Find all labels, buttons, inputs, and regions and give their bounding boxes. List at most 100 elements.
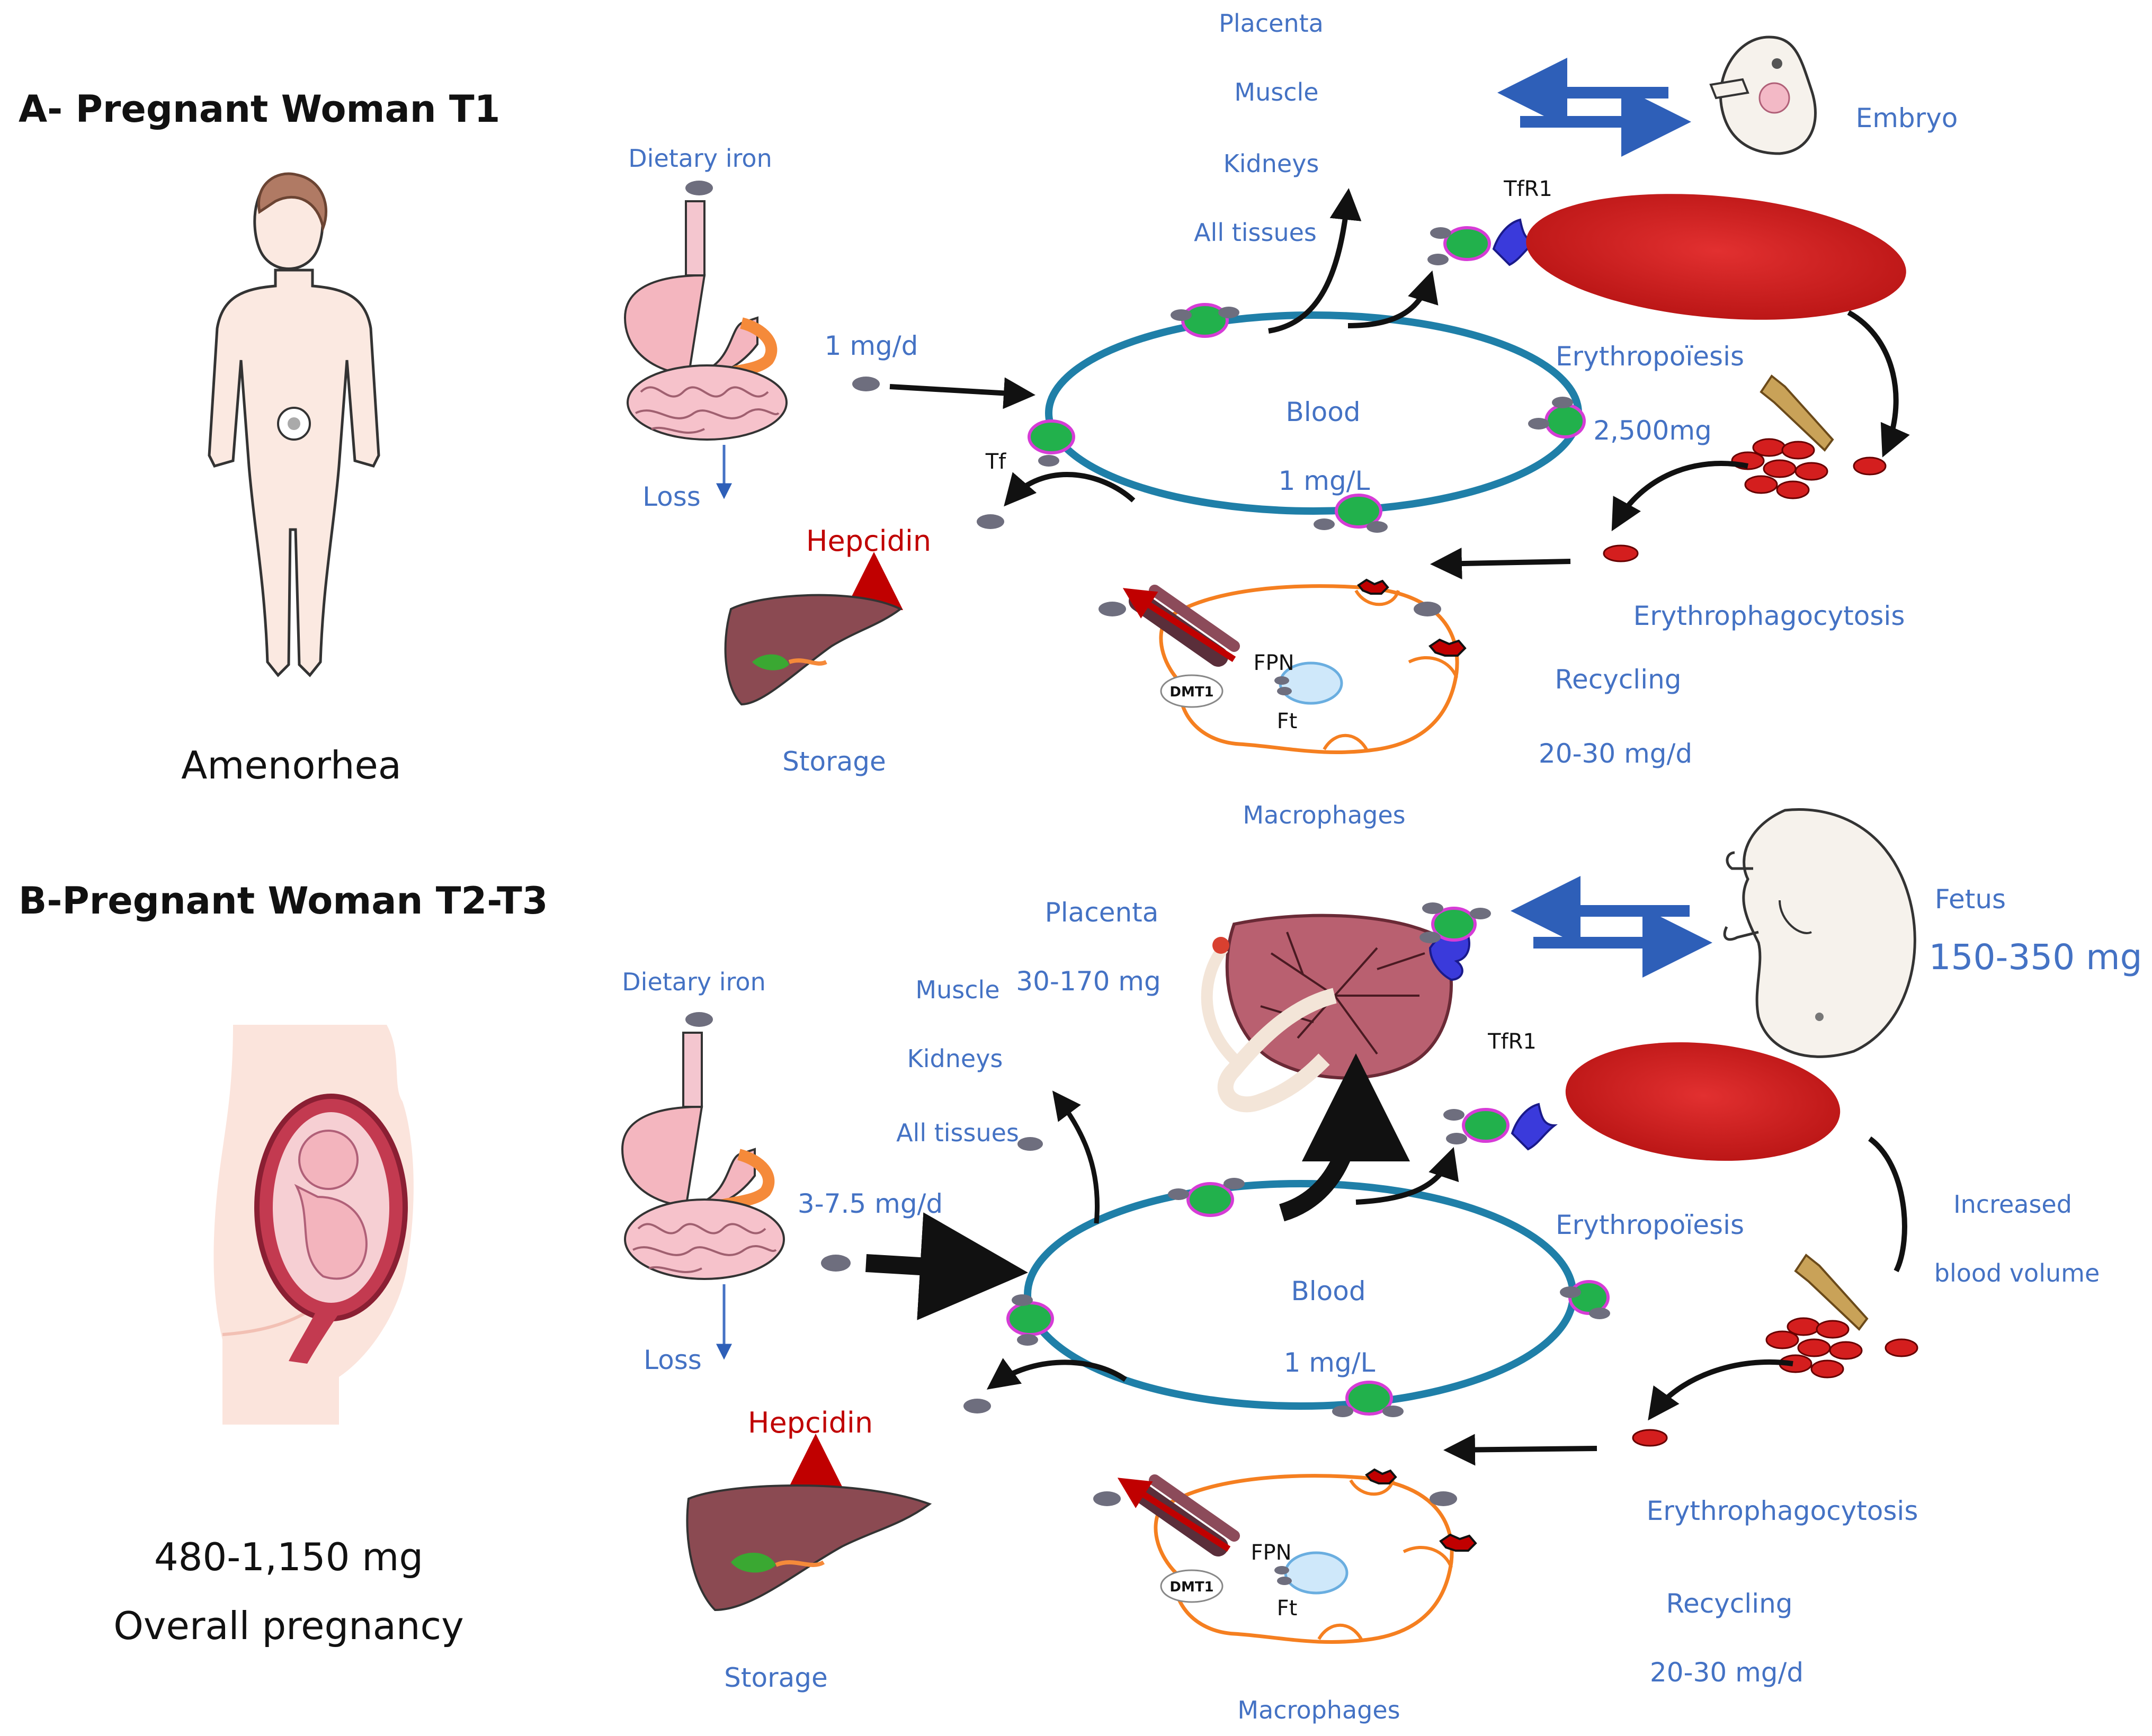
iron-atom-icon bbox=[685, 1012, 713, 1027]
panel-a-caption: Amenorhea bbox=[181, 743, 401, 788]
intake-a-label: 1 mg/d bbox=[825, 330, 918, 361]
tissue-a-label: All tissues bbox=[1194, 218, 1317, 247]
erythro-uptake-arrow-a-icon bbox=[1347, 270, 1439, 328]
tfr1-receptor-a-icon bbox=[1427, 218, 1539, 266]
dietary-iron-a-label: Dietary iron bbox=[628, 144, 772, 173]
phagocytosis-arrow-a-icon bbox=[1430, 548, 1571, 580]
tfr1-b-label: TfR1 bbox=[1487, 1030, 1537, 1054]
blood-conc-a-label: 1 mg/L bbox=[1279, 466, 1370, 496]
panel-a-heading: A- Pregnant Woman T1 bbox=[19, 87, 500, 131]
embryo-icon bbox=[1709, 35, 1817, 155]
red-blood-cell-b-icon bbox=[1565, 1042, 1841, 1161]
iron-atom-icon bbox=[821, 1255, 851, 1272]
erythro-uptake-arrow-b-icon bbox=[1355, 1147, 1459, 1205]
hepcidin-a-label: Hepcidin bbox=[806, 524, 931, 558]
fetus-label: Fetus bbox=[1935, 884, 2006, 915]
fetus-amount-label: 150-350 mg bbox=[1929, 937, 2142, 978]
transferrin-icon bbox=[1528, 397, 1586, 439]
placenta-transfer-arrow-icon bbox=[1279, 1053, 1410, 1222]
recycling-b-label: Recycling bbox=[1666, 1588, 1792, 1619]
tissue-a-label: Placenta bbox=[1219, 9, 1324, 38]
release-arrow-b-icon bbox=[986, 1358, 1127, 1390]
placenta-tfr1-icon bbox=[1419, 902, 1491, 981]
digestive-tract-a-icon bbox=[623, 200, 788, 441]
fetus-icon bbox=[1723, 808, 1916, 1058]
fpn-a-label: FPN bbox=[1253, 651, 1294, 675]
dietary-iron-b-label: Dietary iron bbox=[622, 968, 765, 996]
blood-volume-label: blood volume bbox=[1934, 1259, 2100, 1287]
blood-a-label: Blood bbox=[1285, 397, 1360, 427]
placenta-b-label: Placenta bbox=[1045, 897, 1159, 928]
intake-arrow-a-icon bbox=[889, 377, 1035, 409]
senescent-rbc-a-icon bbox=[1603, 544, 1639, 562]
dmt1-a-label: DMT1 bbox=[1169, 684, 1213, 700]
erythrophagocytosis-b-label: Erythrophagocytosis bbox=[1647, 1496, 1918, 1526]
rbc-to-marrow-line-b-icon bbox=[1868, 1136, 1907, 1273]
placenta-icon bbox=[1201, 914, 1453, 1113]
panel-a: A- Pregnant Woman T1 Amenorhea Dietary i… bbox=[19, 9, 1958, 829]
iron-atom-icon bbox=[852, 377, 880, 391]
tissue-a-label: Muscle bbox=[1234, 78, 1318, 106]
macrophages-b-label: Macrophages bbox=[1237, 1696, 1400, 1724]
macrophage-b-icon bbox=[1093, 1468, 1477, 1644]
erythro-amount-a-label: 2,500mg bbox=[1593, 415, 1712, 446]
embryo-label: Embryo bbox=[1856, 103, 1958, 133]
macrophages-a-label: Macrophages bbox=[1243, 801, 1405, 829]
tissue-arrow-b-icon bbox=[1052, 1090, 1100, 1224]
transferrin-icon bbox=[1171, 303, 1239, 338]
woman-t1-figure-icon bbox=[208, 172, 380, 677]
recycling-rate-a-label: 20-30 mg/d bbox=[1539, 738, 1692, 769]
total-caption-label: Overall pregnancy bbox=[113, 1604, 464, 1648]
rbc-to-marrow-arrow-a-icon bbox=[1847, 310, 1910, 458]
transferrin-icon bbox=[1560, 1280, 1610, 1319]
tf-label: Tf bbox=[985, 450, 1006, 474]
transferrin-icon bbox=[1028, 419, 1075, 467]
bone-marrow-a-icon bbox=[1731, 374, 1887, 499]
transferrin-icon bbox=[1314, 494, 1388, 533]
placenta-amount-label: 30-170 mg bbox=[1016, 966, 1160, 997]
intake-b-label: 3-7.5 mg/d bbox=[798, 1188, 943, 1219]
marrow-release-arrow-b-icon bbox=[1648, 1359, 1793, 1421]
intake-arrow-b-icon bbox=[865, 1212, 1028, 1320]
recycling-rate-b-label: 20-30 mg/d bbox=[1650, 1657, 1803, 1688]
pregnant-body-icon bbox=[213, 1025, 414, 1425]
total-amount-label: 480-1,150 mg bbox=[154, 1535, 423, 1579]
storage-b-label: Storage bbox=[724, 1662, 828, 1693]
panel-b-heading: B-Pregnant Woman T2-T3 bbox=[19, 879, 548, 923]
loss-a-label: Loss bbox=[642, 481, 701, 512]
erythropoiesis-b-label: Erythropoïesis bbox=[1556, 1210, 1744, 1240]
release-arrow-a-icon bbox=[1004, 472, 1136, 507]
tissue-arrow-a-icon bbox=[1268, 188, 1362, 334]
transferrin-icon bbox=[1332, 1381, 1404, 1417]
all-tissues-b-label: All tissues bbox=[896, 1118, 1019, 1147]
ft-a-label: Ft bbox=[1277, 709, 1298, 733]
transferrin-icon bbox=[1006, 1294, 1054, 1346]
digestive-tract-b-icon bbox=[621, 1032, 785, 1280]
blood-conc-b-label: 1 mg/L bbox=[1284, 1347, 1376, 1378]
kidneys-b-label: Kidneys bbox=[907, 1044, 1003, 1073]
iron-atom-icon bbox=[963, 1399, 991, 1413]
liver-a-icon bbox=[724, 594, 903, 706]
erythrophagocytosis-a-label: Erythrophagocytosis bbox=[1633, 601, 1905, 631]
tfr1-receptor-b-icon bbox=[1443, 1103, 1558, 1151]
fpn-b-label: FPN bbox=[1251, 1541, 1291, 1565]
muscle-b-label: Muscle bbox=[915, 976, 999, 1004]
bone-marrow-b-icon bbox=[1765, 1254, 1918, 1379]
panel-b: B-Pregnant Woman T2-T3 480-1,150 mg Over… bbox=[19, 808, 2142, 1724]
liver-b-icon bbox=[686, 1484, 932, 1612]
iron-atom-icon bbox=[977, 514, 1004, 529]
storage-a-label: Storage bbox=[782, 746, 886, 777]
phagocytosis-arrow-b-icon bbox=[1443, 1434, 1597, 1466]
erythropoiesis-a-label: Erythropoïesis bbox=[1556, 341, 1744, 372]
ft-b-label: Ft bbox=[1277, 1596, 1298, 1621]
hepcidin-b-label: Hepcidin bbox=[748, 1406, 873, 1439]
blood-b-label: Blood bbox=[1291, 1276, 1365, 1307]
tissue-a-label: Kidneys bbox=[1224, 149, 1319, 178]
increased-label: Increased bbox=[1953, 1190, 2072, 1219]
iron-atom-icon bbox=[1017, 1137, 1043, 1151]
macrophage-a-icon bbox=[1099, 578, 1467, 754]
dmt1-b-label: DMT1 bbox=[1169, 1579, 1213, 1595]
senescent-rbc-b-icon bbox=[1632, 1429, 1668, 1447]
marrow-release-arrow-a-icon bbox=[1611, 460, 1748, 532]
